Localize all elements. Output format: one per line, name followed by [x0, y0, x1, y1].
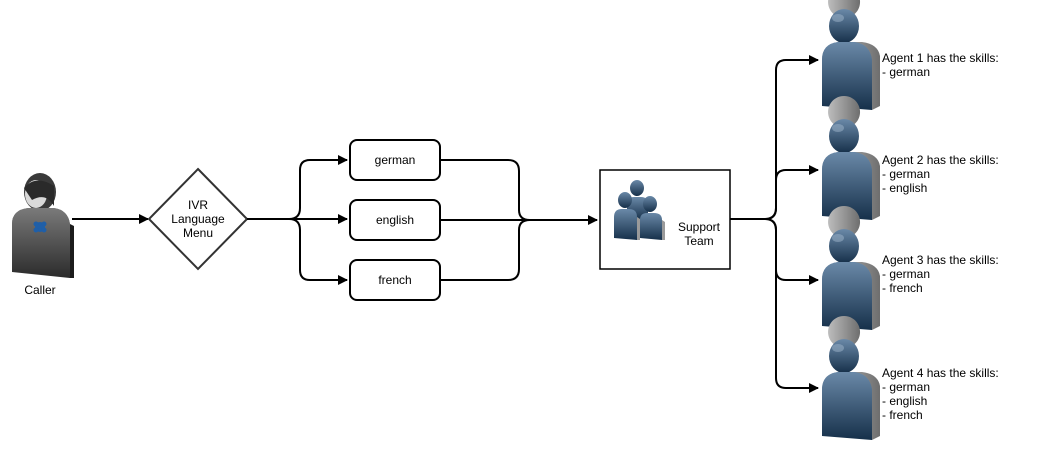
agent-1-title: Agent 1 has the skills: [882, 51, 999, 65]
edges-team-agents [730, 55, 819, 393]
team-icon [614, 180, 665, 240]
ivr-label-line3: Menu [182, 226, 214, 240]
agent-2-icon [822, 96, 880, 220]
language-label-german: german [374, 153, 416, 167]
ivr-diamond[interactable] [147, 167, 249, 271]
agent-2-title: Agent 2 has the skills: [882, 153, 999, 167]
agent-3-skill: - german [882, 267, 931, 281]
agent-2-skill: - english [882, 181, 928, 195]
caller-label: Caller [24, 283, 56, 297]
agent-3-skills: Agent 3 has the skills: - german - frenc… [882, 253, 999, 295]
agent-4-title: Agent 4 has the skills: [882, 366, 999, 380]
agent-3-skill: - french [882, 281, 923, 295]
agent-4-skill: - german [882, 380, 931, 394]
agent-4-skill: - english [882, 394, 928, 408]
language-label-french: french [378, 273, 412, 287]
agent-3-icon [822, 206, 880, 330]
agent-1-skills: Agent 1 has the skills: - german [882, 51, 999, 79]
caller-icon [12, 173, 74, 278]
support-team-label-line1: Support [677, 220, 721, 234]
edges-languages-team [440, 159, 598, 281]
agent-2-skills: Agent 2 has the skills: - german - engli… [882, 153, 999, 195]
ivr-label: IVR Language Menu [158, 198, 238, 240]
agent-4-skill: - french [882, 408, 923, 422]
agent-2-skill: - german [882, 167, 931, 181]
ivr-label-line1: IVR [187, 198, 208, 212]
agent-3-title: Agent 3 has the skills: [882, 253, 999, 267]
agent-4-icon [822, 316, 880, 440]
ivr-label-line2: Language [171, 212, 225, 226]
agent-4-skills: Agent 4 has the skills: - german - engli… [882, 366, 999, 422]
edges-ivr-languages [247, 155, 348, 285]
support-team-label: Support Team [668, 220, 730, 248]
agent-1-icon [822, 0, 880, 110]
agent-1-skill: - german [882, 65, 931, 79]
language-label-english: english [375, 213, 415, 227]
support-team-label-line2: Team [684, 234, 714, 248]
